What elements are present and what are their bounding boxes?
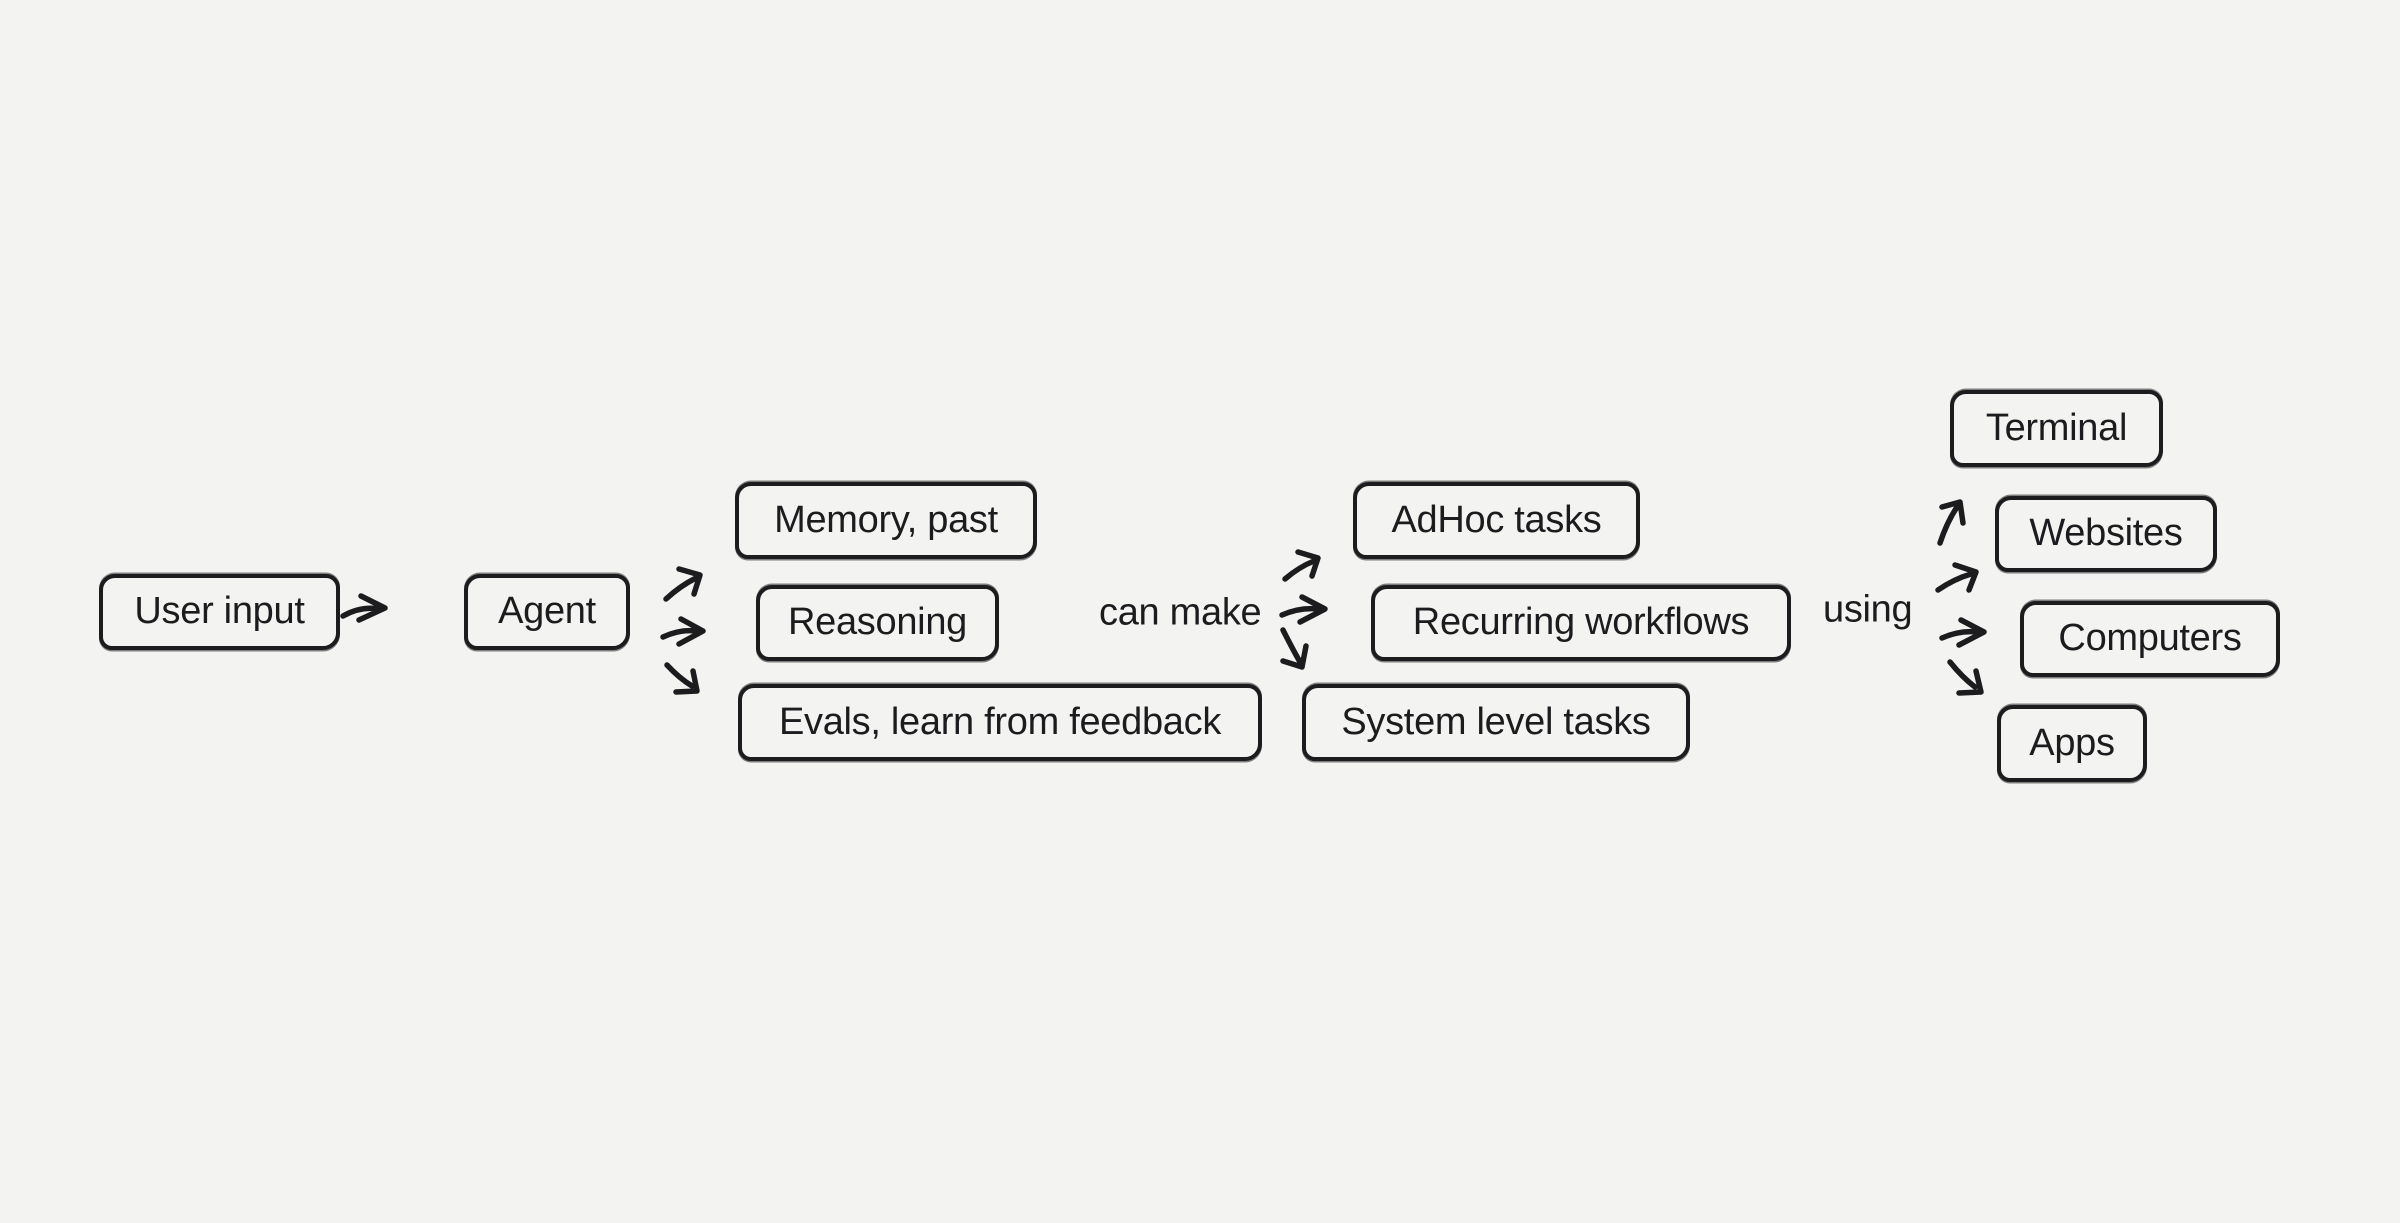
arrow-using-to-computers xyxy=(1939,617,1987,648)
node-evals: Evals, learn from feedback xyxy=(738,684,1262,761)
arrow-using-to-apps xyxy=(1947,659,1984,696)
node-label-memory-past: Memory, past xyxy=(774,498,998,541)
node-label-system-level-tasks: System level tasks xyxy=(1341,700,1651,743)
arrow-can-make-to-recurring-workflows xyxy=(1279,594,1328,625)
arrow-can-make-to-adhoc-tasks xyxy=(1282,549,1321,582)
node-computers: Computers xyxy=(2020,601,2280,677)
node-system-level-tasks: System level tasks xyxy=(1302,684,1690,761)
arrow-using-to-terminal xyxy=(1937,499,1966,546)
node-websites: Websites xyxy=(1995,496,2217,572)
node-label-apps: Apps xyxy=(2029,721,2115,764)
arrow-using-to-websites xyxy=(1935,562,1979,593)
node-label-recurring-workflows: Recurring workflows xyxy=(1412,601,1750,643)
arrow-agent-to-evals xyxy=(664,662,700,695)
arrow-user-input-to-agent xyxy=(340,593,388,623)
node-apps: Apps xyxy=(1997,705,2147,782)
edge-label-can-make: can make xyxy=(1099,591,1262,634)
node-label-computers: Computers xyxy=(2058,617,2242,659)
arrow-can-make-to-system-level-tasks xyxy=(1280,627,1309,670)
edge-label-using: using xyxy=(1823,588,1913,631)
arrow-agent-to-reasoning xyxy=(660,616,706,647)
node-label-terminal: Terminal xyxy=(1985,406,2128,449)
arrow-agent-to-memory-past xyxy=(663,566,703,602)
node-label-user-input: User input xyxy=(134,590,305,632)
node-label-websites: Websites xyxy=(2029,512,2183,554)
node-label-agent: Agent xyxy=(498,590,596,632)
node-reasoning: Reasoning xyxy=(756,585,999,661)
node-label-evals: Evals, learn from feedback xyxy=(778,700,1222,743)
node-label-adhoc-tasks: AdHoc tasks xyxy=(1391,498,1602,541)
node-agent: Agent xyxy=(464,574,630,650)
node-memory-past: Memory, past xyxy=(735,482,1037,559)
node-adhoc-tasks: AdHoc tasks xyxy=(1353,482,1640,559)
node-user-input: User input xyxy=(99,574,340,650)
node-recurring-workflows: Recurring workflows xyxy=(1371,585,1791,661)
node-terminal: Terminal xyxy=(1950,390,2163,467)
node-label-reasoning: Reasoning xyxy=(788,601,967,643)
